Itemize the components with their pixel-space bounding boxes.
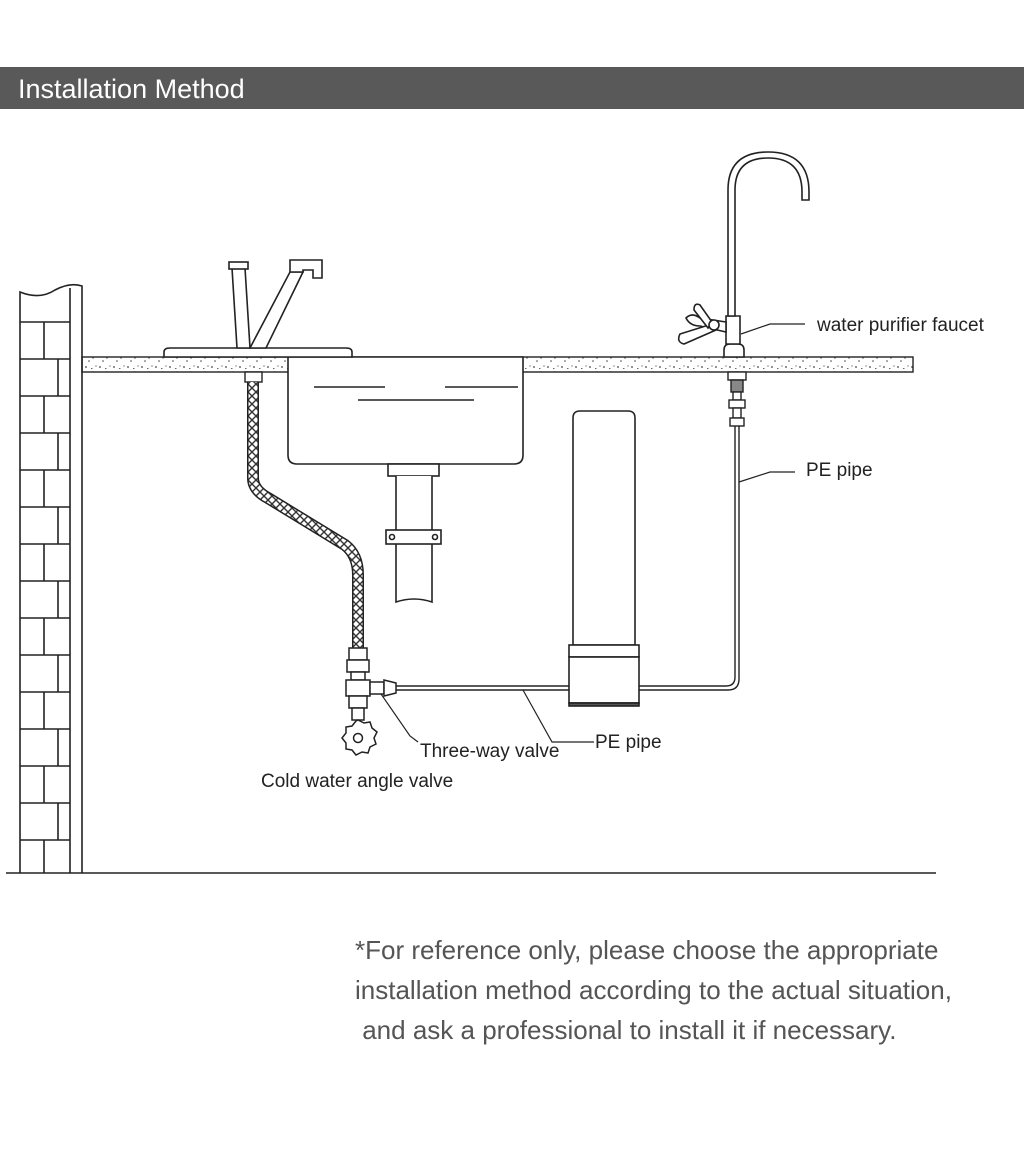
- reference-note: *For reference only, please choose the a…: [355, 930, 1020, 1050]
- water-filter: [568, 410, 640, 707]
- label-three-way-valve: Three-way valve: [420, 741, 559, 762]
- brick-wall: [19, 283, 83, 873]
- sink-basin: [287, 356, 524, 465]
- header-bar: Installation Method: [0, 67, 1024, 109]
- purifier-faucet-connector: [727, 371, 747, 427]
- note-line-3: and ask a professional to install it if …: [355, 1015, 897, 1045]
- sink-drain-pipe: [385, 463, 442, 604]
- note-line-1: *For reference only, please choose the a…: [355, 935, 939, 965]
- upper-pe-pipe: [639, 426, 740, 691]
- label-pe-pipe-lower: PE pipe: [595, 732, 662, 753]
- label-water-purifier-faucet: water purifier faucet: [816, 315, 985, 336]
- page-title: Installation Method: [18, 74, 245, 104]
- water-purifier-faucet: [677, 151, 810, 358]
- leader-lines: [380, 323, 805, 743]
- note-line-2: installation method according to the act…: [355, 975, 952, 1005]
- label-pe-pipe-upper: PE pipe: [806, 460, 873, 481]
- lower-pe-pipe: [396, 685, 570, 691]
- braided-hose: [244, 371, 364, 648]
- label-cold-water-angle-valve: Cold water angle valve: [261, 771, 453, 792]
- kitchen-faucet: [163, 259, 353, 358]
- valve-assembly: [341, 647, 397, 756]
